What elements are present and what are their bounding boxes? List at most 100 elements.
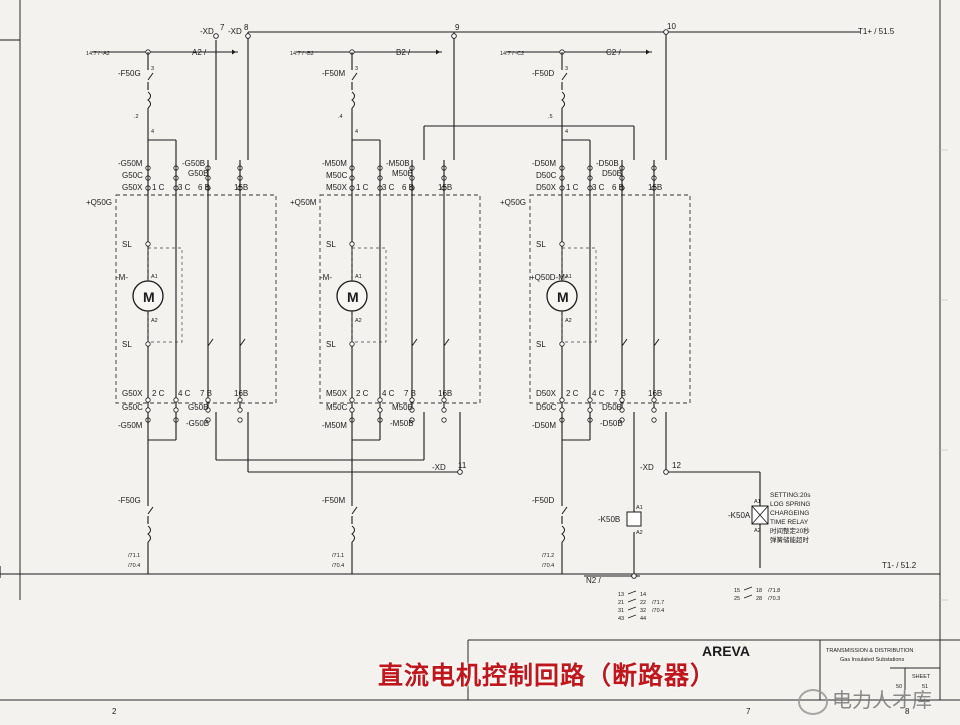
brow3-c1-1: 2 C [152, 389, 165, 398]
contacts_left-b-0: 14 [640, 592, 646, 598]
brow1-right-2: -M50B [390, 419, 414, 428]
brow2-left-3: D50C [536, 403, 557, 412]
brow3-c1-2: 2 C [356, 389, 369, 398]
motor-label-2: -M- [320, 273, 332, 282]
t1-minus-ref: T1- / 51.2 [882, 561, 917, 570]
term-12: 12 [672, 461, 681, 470]
brow3-c4-3: 16B [648, 389, 662, 398]
q-label-2: +Q50M [290, 198, 317, 207]
ref-out-3: C2 / [606, 48, 621, 57]
xd-11-label: -XD [432, 463, 446, 472]
contacts_left-a-1: 21 [618, 600, 624, 606]
term-11: 11 [458, 461, 467, 470]
contacts_right-ref-0: /71.8 [768, 588, 780, 594]
row2-right-3: D50B [602, 169, 622, 178]
ruler-col-7: 7 [746, 707, 751, 716]
sl-bot-3: SL [536, 340, 546, 349]
row2-left-2: M50C [326, 171, 348, 180]
contacts_right-ref-1: /70.3 [768, 596, 780, 602]
chat-bubble-icon [798, 688, 828, 715]
ref-out-1: A2 / [192, 48, 207, 57]
motor-a2-1: A2 [151, 318, 158, 324]
dc-motor-icon [546, 280, 578, 312]
tb-sheet-no: 51 [922, 684, 928, 690]
brow2-right-2: M50B [392, 403, 413, 412]
contacts_left-b-2: 32 [640, 608, 646, 614]
q-label-1: +Q50G [86, 198, 112, 207]
brow3-c4-2: 16B [438, 389, 452, 398]
ref-out-2: B2 / [396, 48, 411, 57]
motor-a1-2: A1 [355, 274, 362, 280]
row3-c1-3: 1 C [566, 183, 579, 192]
fuse-top-3: -F50D [532, 69, 554, 78]
row3-c2-2: 3 C [382, 183, 395, 192]
motor-a2-2: A2 [355, 318, 362, 324]
setting-line-4: 时间整定20秒 [770, 526, 810, 535]
relay-k50b-a2: A2 [636, 530, 643, 536]
row2-left-3: D50C [536, 171, 557, 180]
tb-sheet: SHEET [912, 674, 931, 680]
ref-in-3: 14.7 / -C2 [500, 51, 524, 57]
bot-ref1-3: /71.2 [542, 553, 554, 559]
tb-col-a: 50 [896, 684, 902, 690]
bot-ref1-2: /71.1 [332, 553, 344, 559]
fuse-bot-1: -F50G [118, 496, 141, 505]
top-c-3: .5 [548, 114, 553, 120]
motor-symbol-2: M [347, 289, 359, 305]
fuse-top-2: -F50M [322, 69, 345, 78]
contacts_left-a-3: 43 [618, 616, 624, 622]
setting-line-3: TIME RELAY [770, 519, 809, 526]
sl-top-2: SL [326, 240, 336, 249]
relay-k50a-a1: A1 [754, 499, 761, 505]
t1-plus-ref: T1+ / 51.5 [858, 27, 895, 36]
motor-a1-1: A1 [151, 274, 158, 280]
brow3-c1-3: 2 C [566, 389, 579, 398]
brow1-right-1: -G50B [186, 419, 209, 428]
brow3-c3-2: 7 B [404, 389, 416, 398]
contacts_left-ref-2: /70.4 [652, 608, 664, 614]
contacts_right-a-0: 15 [734, 588, 740, 594]
row1-left-2: -M50M [322, 159, 347, 168]
row3-c3-1: 6 B [198, 183, 210, 192]
diagram-caption: 直流电机控制回路（断路器） [378, 661, 717, 690]
ref-in-2: 14.7 / -B2 [290, 51, 314, 57]
watermark: 电力人才库 [798, 684, 932, 715]
row3-c3-2: 6 B [402, 183, 414, 192]
q-label-3: +Q50G [500, 198, 526, 207]
top-xd-col: -XD [228, 27, 242, 36]
sl-top-1: SL [122, 240, 132, 249]
ruler-col-2: 2 [112, 707, 117, 716]
relay-k50a-label: -K50A [728, 511, 751, 520]
top-c-2: .4 [338, 114, 343, 120]
row3-left-3: D50X [536, 183, 557, 192]
brow3-left-1: G50X [122, 389, 143, 398]
relay-k50b-label: -K50B [598, 515, 620, 524]
fuse-bot-2: -F50M [322, 496, 345, 505]
brow3-left-2: M50X [326, 389, 348, 398]
row3-c4-3: 15B [648, 183, 662, 192]
row3-c2-3: 3 C [592, 183, 605, 192]
contacts_left-a-2: 31 [618, 608, 624, 614]
brow3-c3-3: 7 B [614, 389, 626, 398]
brow2-right-1: G50B [188, 403, 208, 412]
top-b-3: 4 [565, 129, 568, 135]
tb-line2: Gas Insulated Substations [840, 657, 904, 663]
contacts_right-a-1: 25 [734, 596, 740, 602]
relay-k50b-a1: A1 [636, 505, 643, 511]
row3-c3-3: 6 B [612, 183, 624, 192]
top-b-1: 4 [151, 129, 154, 135]
term-8: 8 [244, 23, 249, 32]
sl-bot-2: SL [326, 340, 336, 349]
row3-c1-2: 1 C [356, 183, 369, 192]
brow1-left-3: -D50M [532, 421, 556, 430]
row1-right-1: -G50B [182, 159, 205, 168]
sl-bot-1: SL [122, 340, 132, 349]
dc-motor-icon [132, 280, 164, 312]
